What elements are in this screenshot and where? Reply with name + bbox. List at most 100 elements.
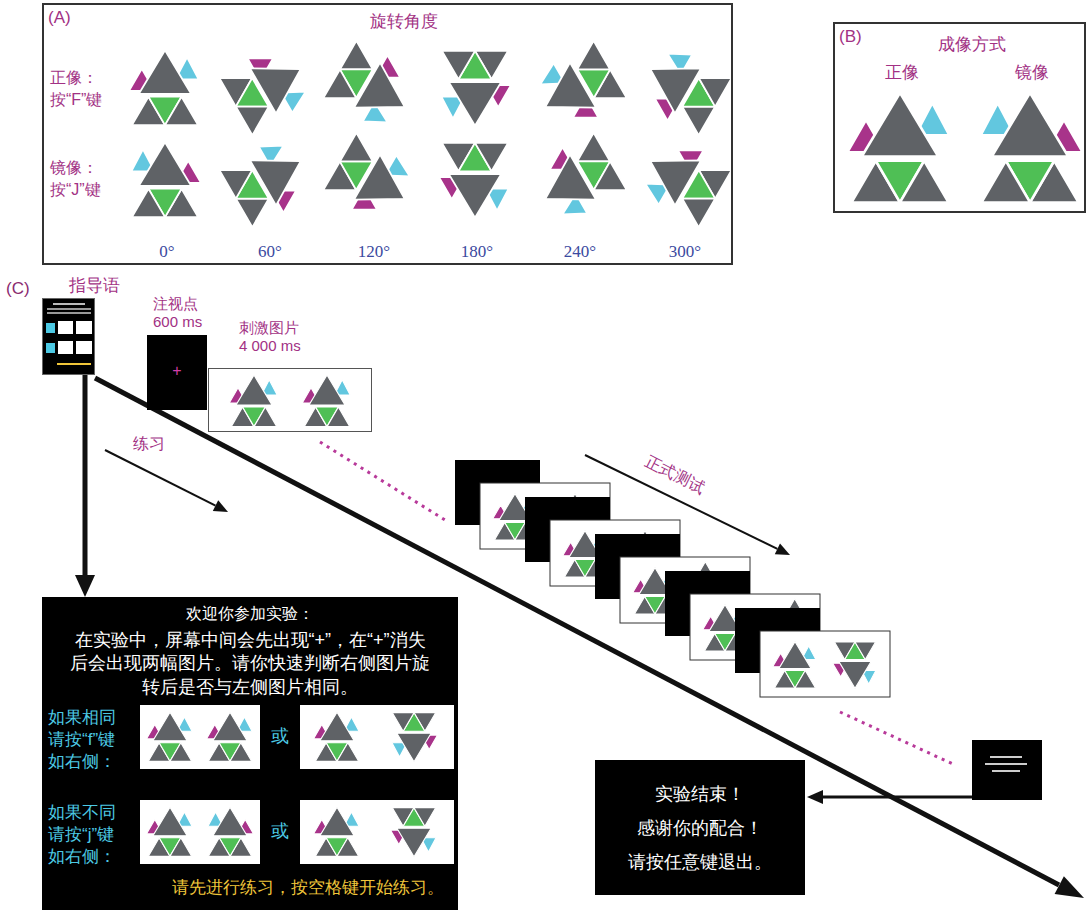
- rotation-stimuli: [129, 38, 733, 230]
- screen-art: [47, 308, 91, 310]
- screen-art: [392, 713, 438, 762]
- angle-label: 300°: [655, 241, 715, 262]
- screen-heading: 刺激图片 4 000 ms: [239, 319, 305, 355]
- angle-label: 0°: [137, 241, 197, 262]
- end-thumbnail: [972, 740, 1042, 800]
- screen-art: [208, 807, 254, 856]
- condition-label: 正像: [877, 62, 927, 83]
- test-arrow: [775, 544, 790, 556]
- screen-heading: 注视点 600 ms: [153, 295, 209, 331]
- rotation-stimuli: [322, 132, 422, 230]
- screen-thumbnail: 指导语: [42, 298, 95, 375]
- end-thumbnail: [990, 756, 1022, 758]
- rotation-stimuli: [218, 38, 318, 136]
- dotted-line: [840, 712, 955, 765]
- instruction-text: 在实验中，屏幕中间会先出现“+”，在“+”消失后会出现两幅图片。请你快速判断右侧…: [68, 629, 432, 699]
- angle-label: 60°: [240, 241, 300, 262]
- rotation-stimuli: [527, 130, 627, 228]
- screen-art: [313, 807, 359, 856]
- end-message: 实验结束！ 感谢你的配合！ 请按任意键退出。: [615, 777, 785, 879]
- screen-art: [209, 369, 373, 433]
- screen-art: [46, 343, 55, 353]
- start-prompt: 请先进行练习，按空格键开始练习。: [172, 877, 444, 898]
- panel-box: (B) 成像方式正像 镜像: [833, 22, 1086, 213]
- arrow-line: [83, 375, 88, 575]
- end-thumbnail: [972, 740, 1042, 800]
- fixation-cross: +: [147, 361, 207, 381]
- rotation-stimuli: [529, 40, 629, 138]
- screen-art: [302, 375, 350, 427]
- trial-screens: [833, 642, 876, 688]
- dotted-line: [320, 442, 445, 520]
- panel-letter: (A): [48, 7, 71, 28]
- screen-art: [206, 712, 252, 761]
- row-label: 正像： 按“F”键: [50, 67, 132, 110]
- exit-arrow: [807, 790, 972, 804]
- imaging-stimuli: [847, 93, 1082, 203]
- flow-label: 正式测试: [642, 452, 708, 499]
- imaging-stimuli: [847, 93, 949, 203]
- rotation-stimuli: [439, 143, 509, 218]
- flow-label: 练习: [133, 434, 165, 454]
- angle-label: 180°: [447, 241, 507, 262]
- screen-art: [58, 321, 73, 334]
- screen-art: [58, 341, 73, 354]
- practice-arrow: [105, 450, 228, 512]
- rotation-stimuli: [634, 130, 734, 228]
- row-label: 镜像： 按“J”键: [50, 157, 132, 200]
- end-thumbnail: [985, 763, 1027, 765]
- arrow-head: [75, 575, 95, 597]
- response-label: 如果不同 请按“j”键 如右侧：: [48, 802, 134, 868]
- condition-label: 镜像: [1007, 62, 1057, 83]
- screen-art: [57, 363, 91, 365]
- trial-screens: [455, 460, 890, 697]
- screen-art: [47, 312, 91, 314]
- panel-letter: (B): [839, 26, 862, 47]
- screen-art: [140, 800, 260, 864]
- fixation-screen: 注视点 600 ms+: [147, 335, 207, 410]
- rotation-stimuli: [129, 50, 199, 125]
- angle-label: 120°: [344, 241, 404, 262]
- practice-arrow: [105, 450, 216, 506]
- screen-art: [300, 705, 454, 769]
- rotation-stimuli: [323, 38, 423, 136]
- instruction-heading: 欢迎你参加实验：: [42, 603, 458, 623]
- screen-art: [390, 808, 436, 857]
- screen-art: [53, 303, 85, 305]
- rotation-stimuli: [219, 132, 319, 230]
- panel-letter: (C): [6, 278, 30, 299]
- rotation-stimuli: [441, 51, 511, 126]
- practice-arrow: [213, 500, 228, 512]
- screen-art: [43, 299, 96, 376]
- imaging-stimuli: [981, 93, 1083, 203]
- screen-art: [146, 807, 192, 856]
- panel-box: (A) 旋转角度正像： 按“F”键镜像： 按“J”键 0° 60° 120° 180° 24…: [42, 3, 733, 265]
- rotation-stimuli: [131, 142, 201, 217]
- screen-art: [140, 705, 260, 769]
- screen-art: [46, 323, 55, 333]
- or-label: 或: [271, 820, 289, 843]
- screen-art: [76, 321, 92, 334]
- screen-art: [146, 712, 192, 761]
- instruction-screen: 欢迎你参加实验： 在实验中，屏幕中间会先出现“+”，在“+”消失后会出现两幅图片。…: [42, 597, 458, 910]
- panel-title: 旋转角度: [344, 11, 464, 32]
- panel-title: 成像方式: [932, 34, 1012, 55]
- response-label: 如果相同 请按“f”键 如右侧：: [48, 707, 134, 773]
- screen-heading: 指导语: [69, 275, 120, 296]
- trial-screens: [760, 631, 890, 697]
- screen-art: [313, 712, 359, 761]
- or-label: 或: [271, 725, 289, 748]
- exit-arrow: [822, 796, 972, 799]
- exit-arrow: [807, 790, 823, 804]
- flow-arrow: [75, 375, 95, 597]
- stimulus-screen: 刺激图片 4 000 ms: [208, 368, 372, 432]
- rotation-stimuli: [632, 40, 732, 138]
- end-screen: 实验结束！ 感谢你的配合！ 请按任意键退出。: [595, 760, 805, 895]
- angle-label: 240°: [550, 241, 610, 262]
- screen-art: [76, 341, 92, 354]
- trial-screens: [773, 642, 816, 688]
- timeline-arrow: [1055, 876, 1084, 898]
- end-thumbnail: [992, 770, 1020, 772]
- screen-art: [300, 800, 454, 864]
